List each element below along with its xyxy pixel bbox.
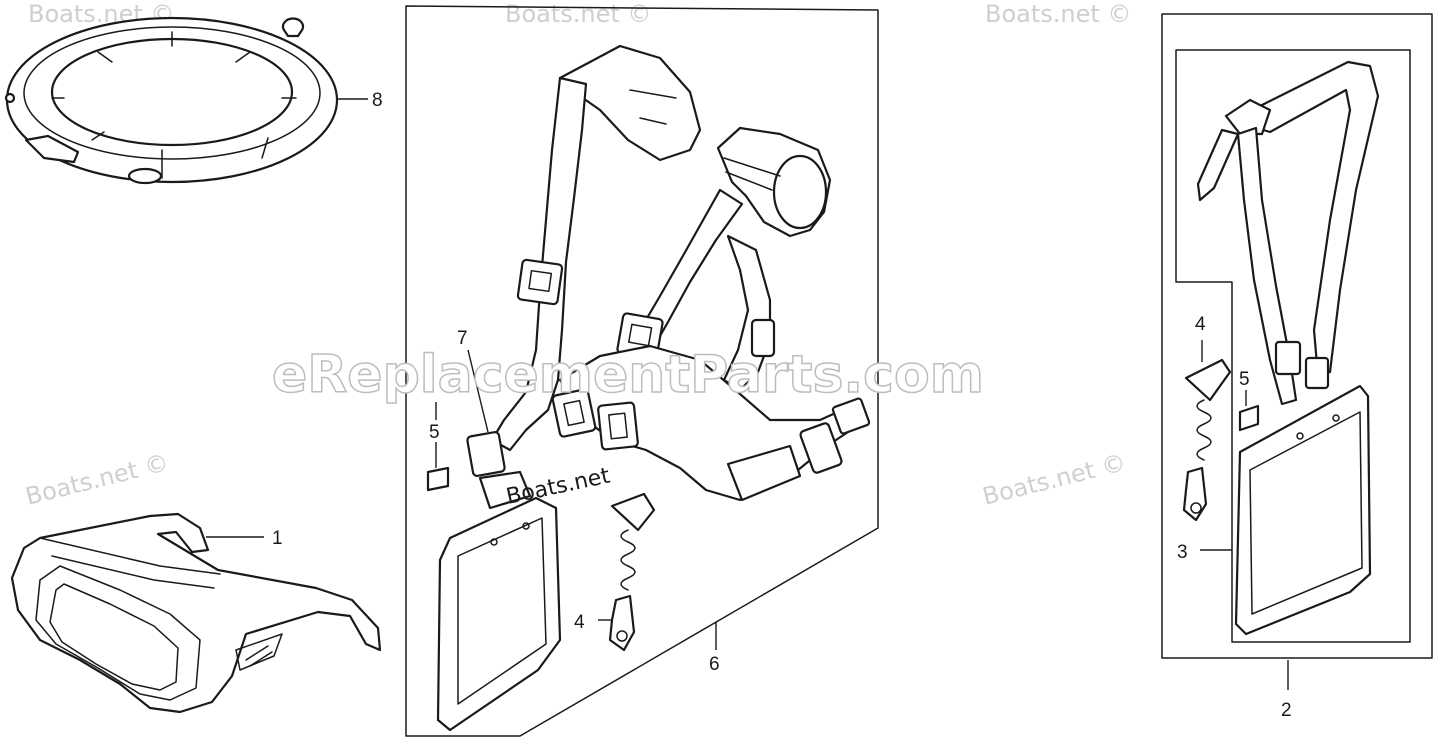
callout-6: 6 — [709, 654, 720, 675]
label-tag-right-drawing — [1238, 404, 1260, 432]
watermark-boats-left: Boats.net © — [23, 448, 172, 511]
watermark-boats-right: Boats.net © — [980, 448, 1129, 511]
callout-8: 8 — [372, 90, 383, 111]
callout-labels: 8 1 2 3 4 4 5 5 6 7 — [272, 90, 1292, 721]
watermark-ereplacementparts: eReplacementParts.com — [272, 345, 984, 405]
single-shoulder-kit-boxes — [1161, 13, 1433, 659]
callout-3: 3 — [1177, 542, 1188, 563]
snap-hook-center-drawing — [608, 492, 656, 652]
shoulder-harness-drawing — [436, 44, 871, 732]
callout-2: 2 — [1281, 700, 1292, 721]
callout-4-right: 4 — [1195, 314, 1206, 335]
watermark-boats-center: Boats.net — [504, 463, 612, 509]
callout-7: 7 — [457, 328, 468, 349]
callout-1: 1 — [272, 528, 283, 549]
callout-5-left: 5 — [429, 422, 440, 443]
harness-kit-box — [405, 5, 879, 737]
single-shoulder-strap-drawing — [1196, 60, 1380, 636]
snap-hook-right-drawing — [1182, 358, 1232, 522]
label-tag-left-drawing — [426, 466, 450, 492]
headband-ring-drawing — [4, 16, 339, 185]
watermark-boats-top-mid: Boats.net © — [505, 0, 651, 28]
leader-lines — [206, 98, 1289, 690]
watermark-boats-top-right: Boats.net © — [985, 0, 1131, 28]
watermark-foreground: eReplacementParts.com Boats.net — [271, 344, 984, 510]
callout-4-center: 4 — [574, 612, 585, 633]
callout-5-right: 5 — [1239, 369, 1250, 390]
safety-goggles-drawing — [10, 512, 382, 714]
